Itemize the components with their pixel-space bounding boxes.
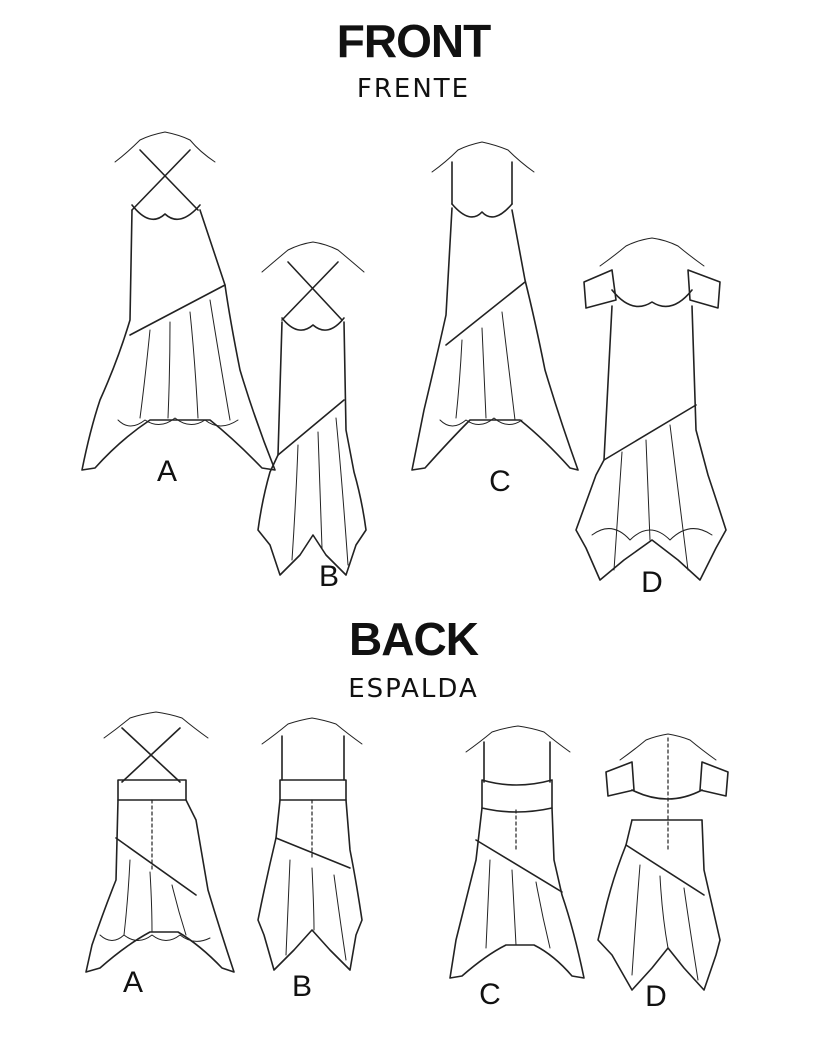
back-label-a: A <box>122 966 143 999</box>
front-view-d <box>575 237 727 581</box>
front-view-a <box>81 131 276 471</box>
back-label-b: B <box>291 970 312 1003</box>
back-view-c <box>449 725 585 979</box>
front-title: FRONT <box>336 15 491 67</box>
front-view-b <box>257 241 367 576</box>
back-label-d: D <box>645 980 667 1013</box>
front-view-c <box>411 141 579 471</box>
front-label-b: B <box>318 560 339 593</box>
back-subtitle: ESPALDA <box>348 674 479 704</box>
front-label-d: D <box>641 566 663 599</box>
back-label-c: C <box>479 978 501 1011</box>
back-view-b <box>257 717 363 971</box>
back-view-a <box>85 711 235 973</box>
front-subtitle: FRENTE <box>356 74 471 104</box>
back-view-d <box>597 733 729 991</box>
front-label-c: C <box>489 465 511 498</box>
back-title: BACK <box>349 613 479 665</box>
front-label-a: A <box>156 455 177 488</box>
